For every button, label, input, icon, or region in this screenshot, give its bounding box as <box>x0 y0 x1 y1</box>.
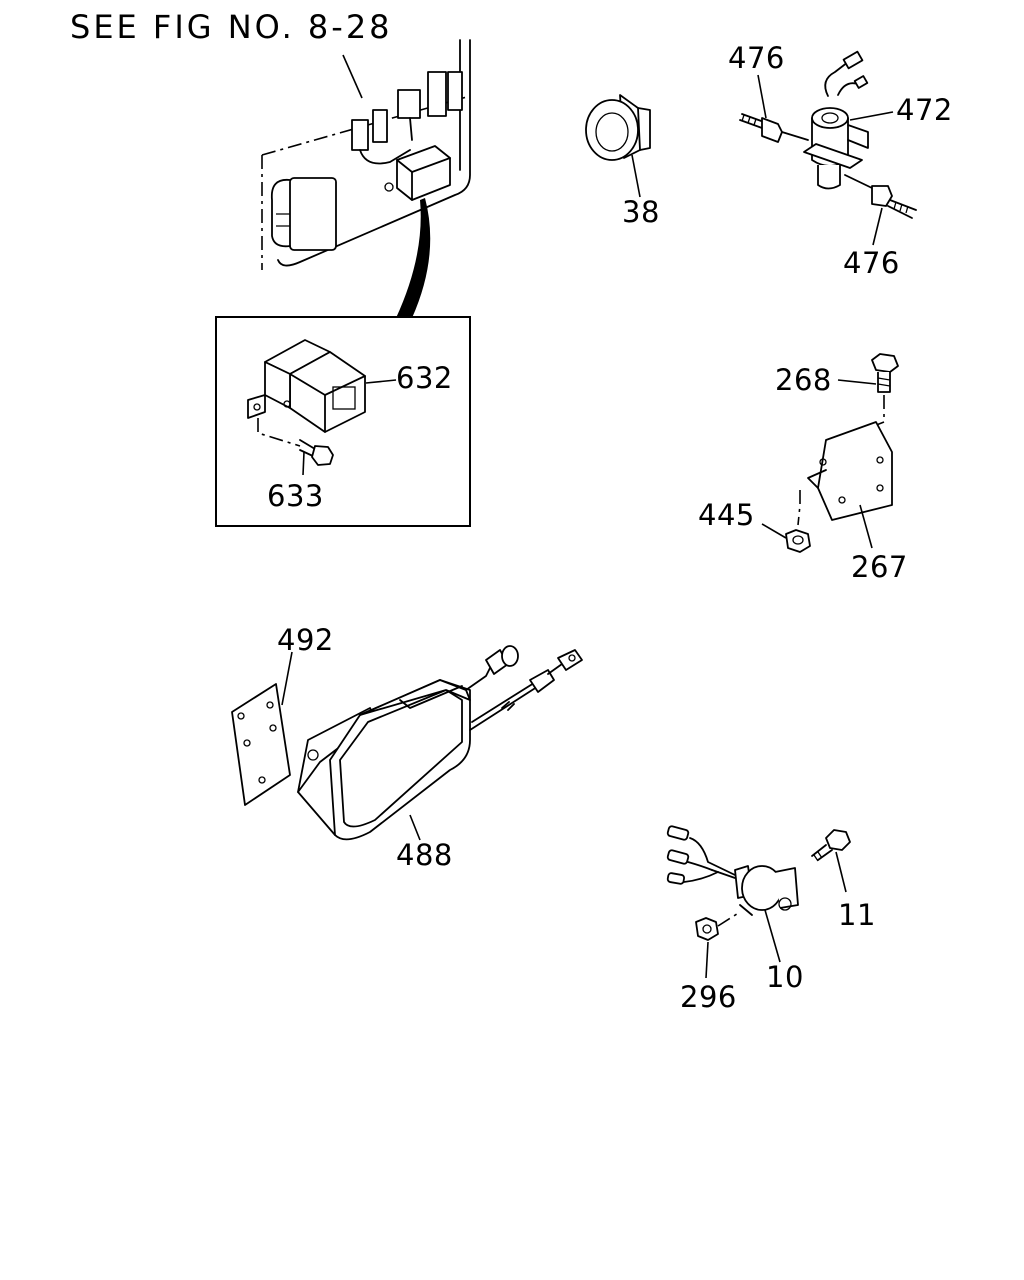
callout-488: 488 <box>396 838 453 872</box>
callout-492: 492 <box>277 623 334 657</box>
part-38-grommet <box>585 94 651 198</box>
callout-296: 296 <box>680 980 737 1014</box>
part-472-valve-assembly <box>739 50 917 246</box>
callout-632: 632 <box>396 361 453 395</box>
callout-472: 472 <box>896 93 953 127</box>
callout-268: 268 <box>775 363 832 397</box>
part-488-actuator <box>297 645 583 841</box>
callout-633: 633 <box>267 479 324 513</box>
part-492-plate <box>231 651 293 806</box>
callout-11: 11 <box>838 898 876 932</box>
inset-detail-box <box>215 316 471 527</box>
see-figure-reference: SEE FIG NO. 8-28 <box>70 8 393 46</box>
callout-10: 10 <box>766 960 804 994</box>
harness-panel-assembly <box>261 39 471 318</box>
callout-445: 445 <box>698 498 755 532</box>
callout-476-bottom: 476 <box>843 246 900 280</box>
callout-38: 38 <box>622 195 660 229</box>
part-267-bracket-assembly <box>761 353 899 553</box>
callout-267: 267 <box>851 550 908 584</box>
callout-476-top: 476 <box>728 41 785 75</box>
part-10-solenoid-assembly <box>666 825 851 979</box>
